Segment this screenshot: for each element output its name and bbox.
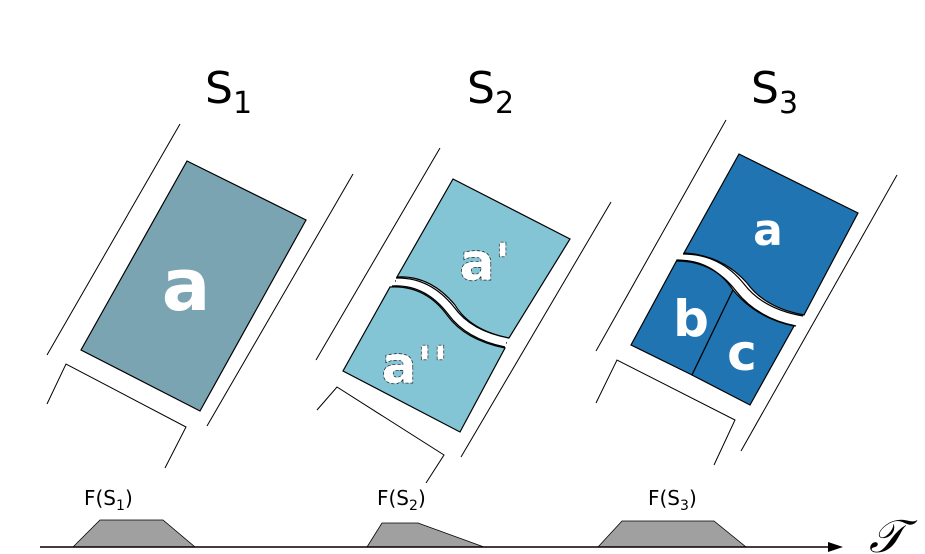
- stage-3-base-bracket: [595, 359, 736, 466]
- stage-1-base-bracket: [46, 363, 187, 469]
- stage-3-label-c: c: [727, 324, 757, 382]
- stage-2-title: S2: [467, 63, 514, 121]
- stage-2: S2 a' a'' F(S2): [315, 63, 612, 514]
- stage-1-footprint-bump: [72, 519, 197, 548]
- stage-3-guide-line-right: [740, 174, 898, 452]
- stage-3-label-b: b: [673, 290, 709, 348]
- stage-2-crack-gap: [395, 279, 507, 346]
- stage-2-f-label: F(S2): [377, 486, 426, 514]
- stage-3-crack-gap: [679, 254, 801, 324]
- stage-3-footprint-bump: [597, 520, 748, 548]
- stage-3-f-label: F(S3): [648, 486, 697, 514]
- stage-3-crack-edge-top: [682, 253, 804, 317]
- time-axis-arrowhead: [828, 542, 843, 552]
- stage-1-label-a: a: [162, 243, 211, 327]
- stage-3: S3 a b c F(S3): [595, 63, 898, 514]
- time-axis: 𝒯: [40, 509, 918, 554]
- stage-3-crack-edge-bottom: [676, 260, 797, 327]
- stage-3-guide-line-left: [595, 119, 727, 352]
- stage-1-f-label: F(S1): [84, 486, 133, 514]
- stage-2-region-a-double-prime: [342, 286, 506, 433]
- stage-1: S1 a F(S1): [46, 63, 354, 514]
- stage-3-title: S3: [751, 63, 798, 121]
- stage-2-base-bracket: [316, 386, 445, 484]
- stage-2-guide-line-left: [315, 147, 441, 361]
- stage-1-guide-line-right: [206, 173, 354, 427]
- stage-2-label-a-prime: a': [459, 233, 510, 293]
- time-axis-symbol: 𝒯: [869, 509, 918, 554]
- stage-1-title: S1: [205, 63, 252, 121]
- stage-1-region-a: [80, 160, 307, 412]
- stage-3-label-a: a: [753, 205, 783, 256]
- stage-2-footprint-bump: [366, 522, 485, 548]
- stage-2-crack-edge-top: [395, 277, 510, 339]
- stage-2-crack-edge-bottom: [391, 285, 506, 348]
- stage-2-guide-line-right: [460, 201, 612, 458]
- stage-1-guide-line-left: [46, 123, 181, 356]
- stage-2-label-a-double-prime: a'': [382, 336, 449, 396]
